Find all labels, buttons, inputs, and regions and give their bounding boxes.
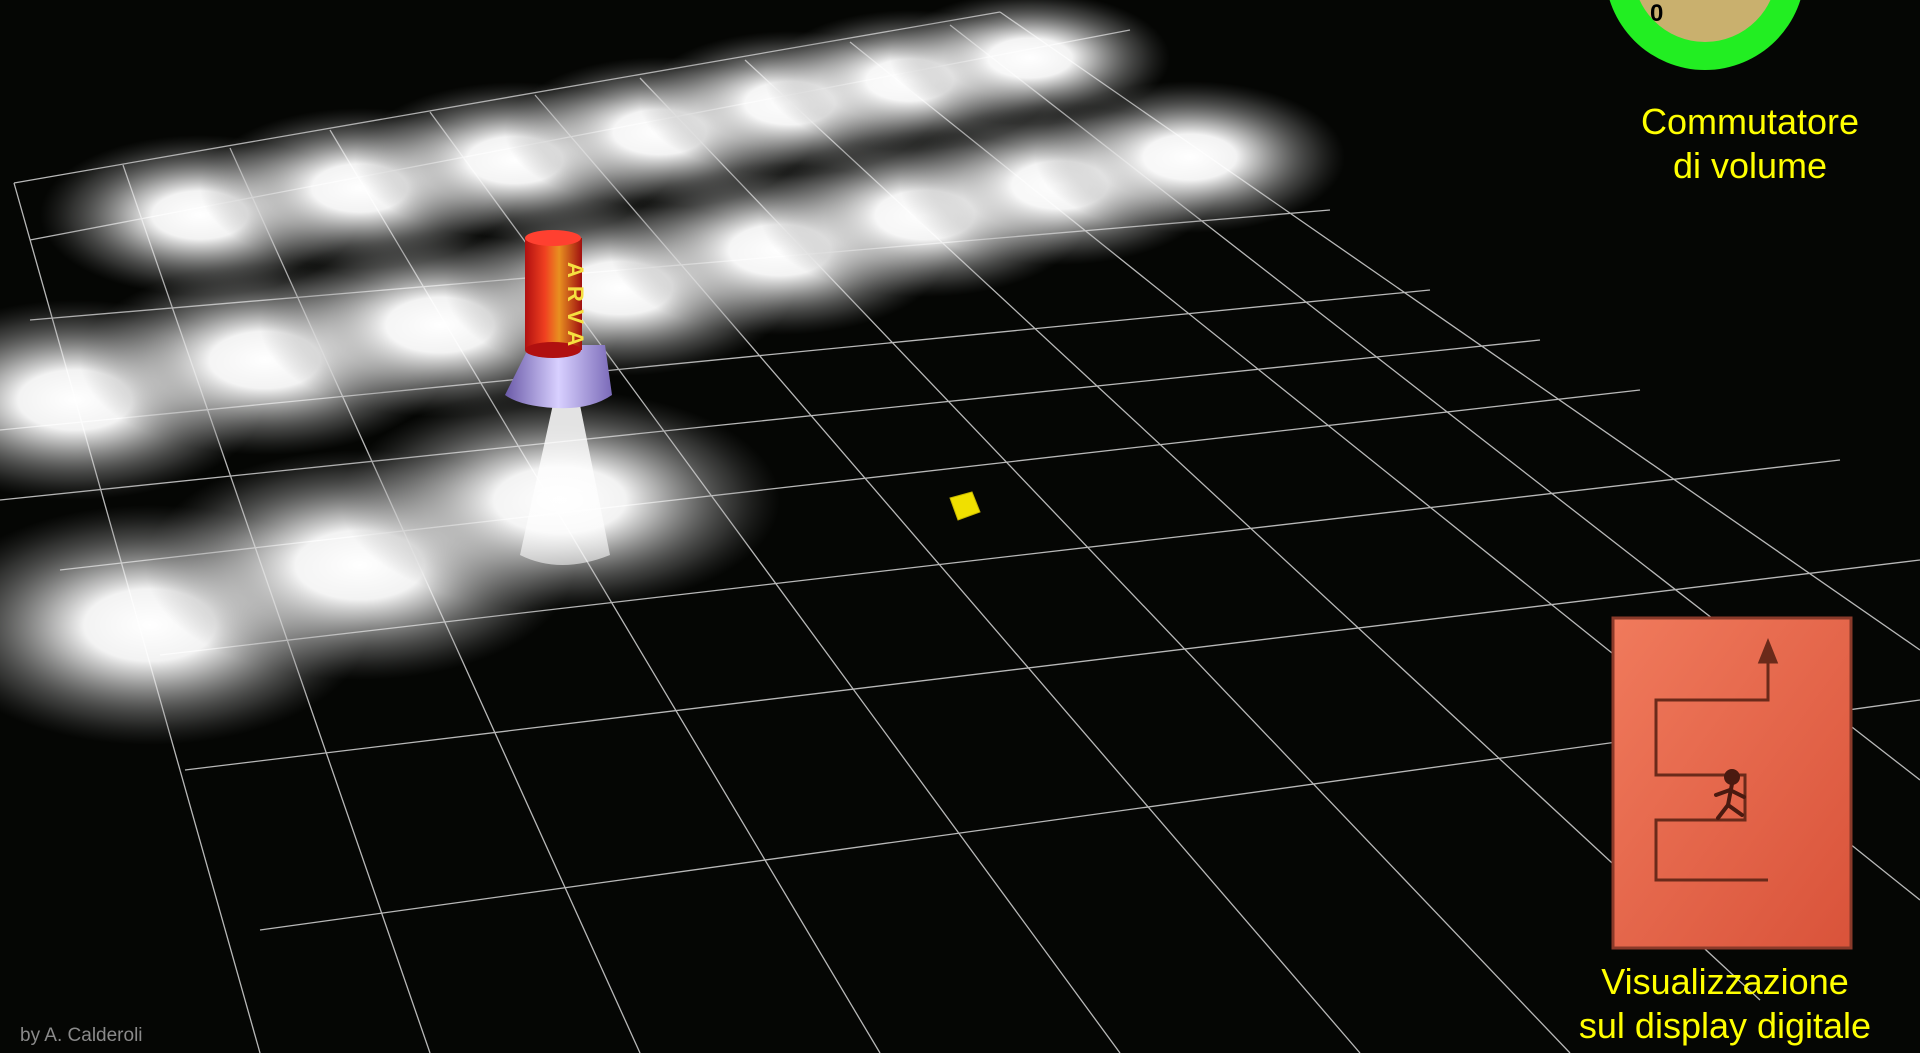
author-credit: by A. Calderoli — [20, 1025, 143, 1046]
search-signal-row — [0, 390, 780, 745]
display-label: Visualizzazione sul display digitale — [1530, 960, 1920, 1048]
search-signal-row — [40, 0, 1170, 295]
arva-transceiver-icon: ARVA — [505, 230, 612, 565]
digital-display-panel — [1611, 616, 1853, 950]
walking-person-icon — [1714, 769, 1746, 820]
volume-dial-value: 0 — [1650, 0, 1664, 27]
volume-switch-label: Commutatore di volume — [1590, 100, 1910, 188]
search-path-arrow-icon — [1654, 637, 1779, 882]
display-label-line1: Visualizzazione — [1601, 961, 1849, 1002]
volume-switch-label-line2: di volume — [1672, 145, 1828, 186]
display-label-line2: sul display digitale — [1578, 1005, 1872, 1046]
volume-dial-icon — [1609, 0, 1801, 70]
volume-switch-label-line1: Commutatore — [1640, 101, 1860, 142]
buried-target-icon — [949, 491, 981, 521]
arva-brand-text: ARVA — [563, 262, 588, 354]
